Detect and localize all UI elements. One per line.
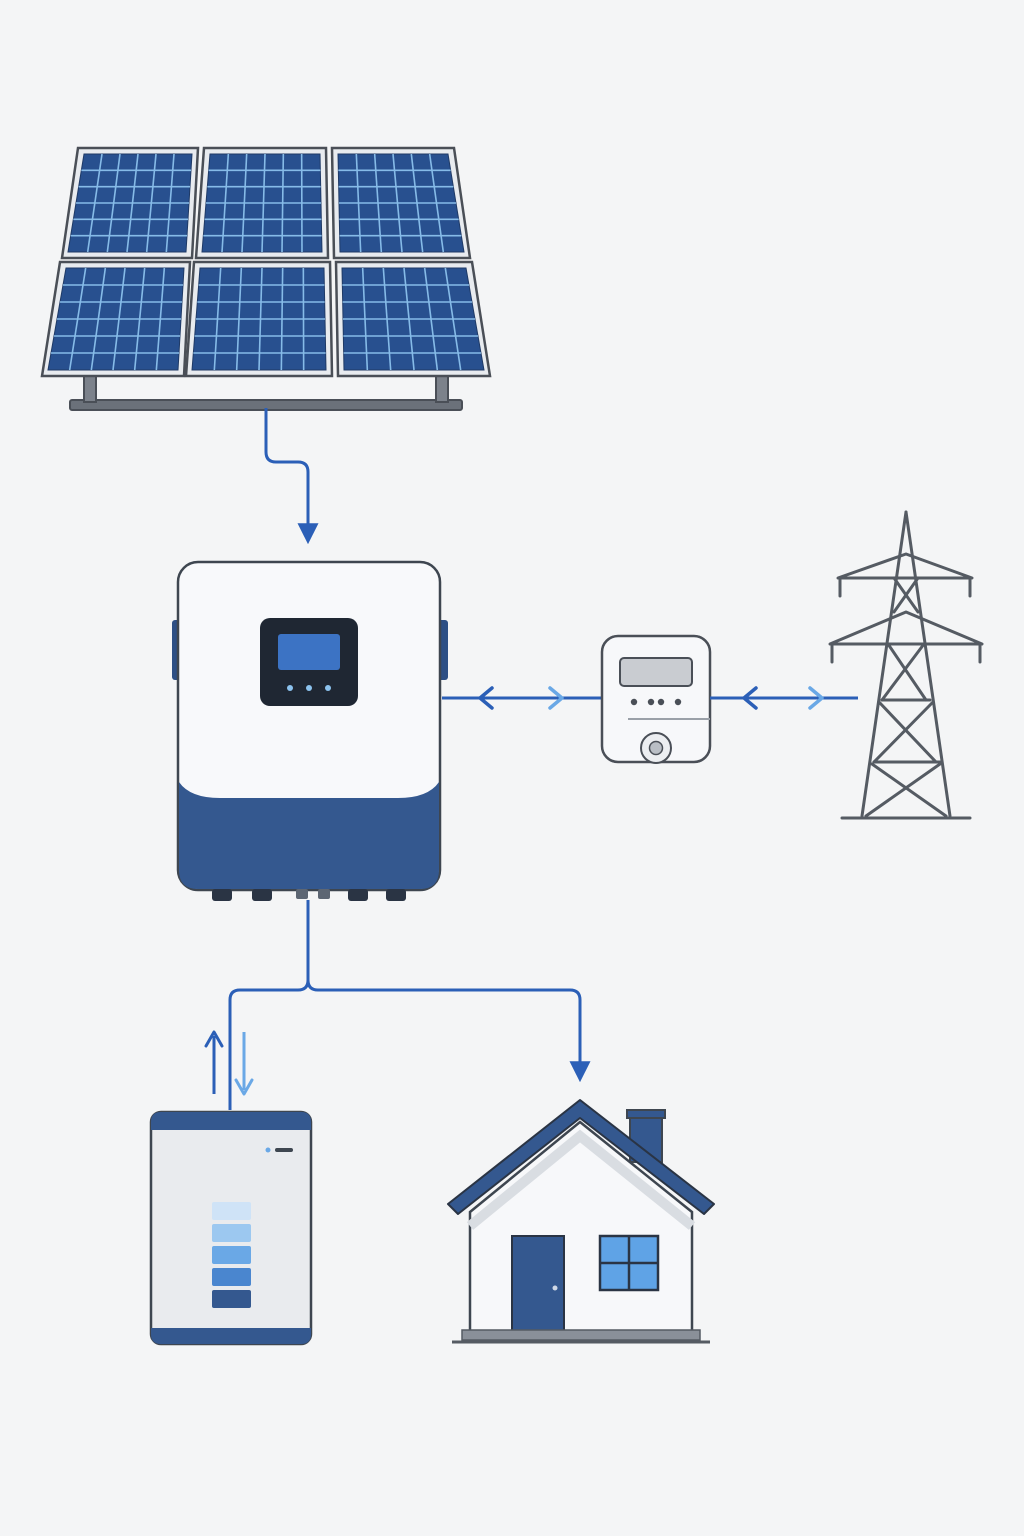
house-icon: [447, 1099, 715, 1344]
battery-segment: [212, 1246, 251, 1264]
connection-inverter-meter: [442, 686, 602, 710]
battery-segment: [212, 1290, 251, 1308]
battery: [149, 1110, 313, 1346]
battery-segment: [212, 1202, 251, 1220]
connection-solar-to-inverter: [264, 408, 319, 545]
inverter-display: [260, 618, 358, 706]
solar-array: [40, 146, 492, 411]
battery-segment: [212, 1224, 251, 1242]
electric-meter-icon: [600, 634, 712, 764]
solar-panel-icon: [40, 146, 492, 411]
transmission-tower-icon: [828, 510, 984, 820]
battery-icon: [149, 1110, 313, 1346]
connection-inverter-branch: [228, 900, 591, 1110]
inverter: [172, 560, 448, 901]
battery-charge-arrows: [204, 1030, 254, 1096]
inverter-icon: [172, 560, 448, 901]
meter: [600, 634, 712, 764]
connection-meter-grid: [710, 686, 858, 710]
battery-charge-level: [212, 1202, 251, 1308]
battery-segment: [212, 1268, 251, 1286]
grid: [828, 510, 984, 820]
home: [447, 1099, 715, 1344]
house-window: [598, 1234, 660, 1292]
